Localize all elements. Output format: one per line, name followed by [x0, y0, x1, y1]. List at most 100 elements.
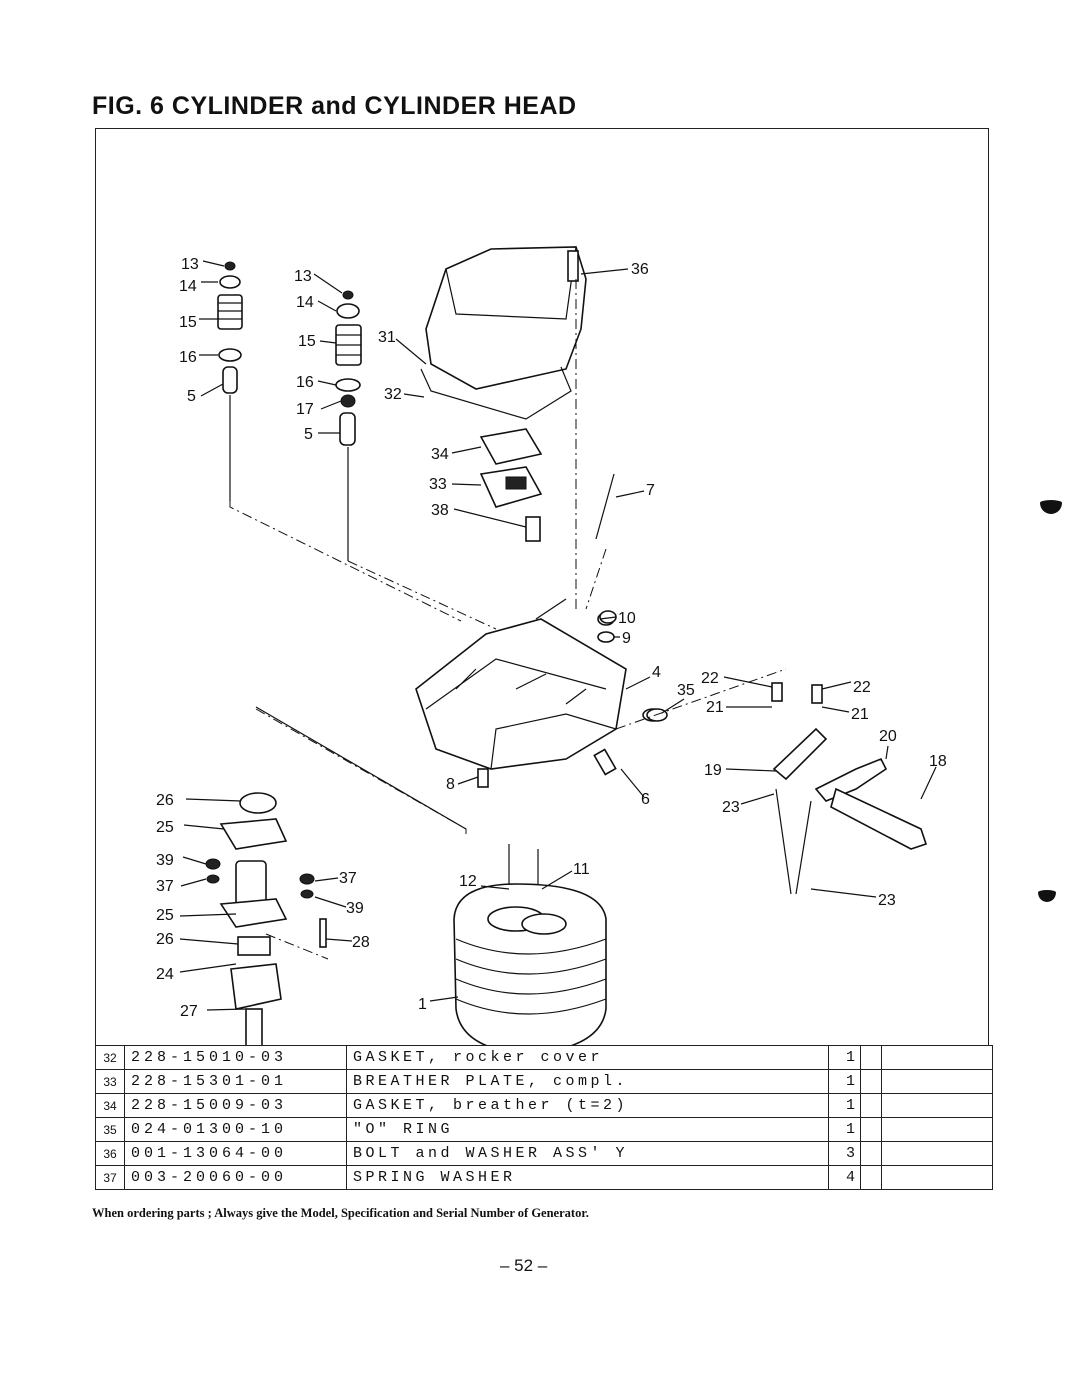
part-quantity: 1 [828, 1117, 861, 1142]
callout-1: 1 [418, 996, 427, 1013]
callout-6: 6 [641, 791, 650, 808]
blank-cell [881, 1093, 993, 1118]
page-number: – 52 – [500, 1256, 548, 1275]
callout-39-left: 39 [156, 852, 174, 869]
callout-14-right: 14 [296, 294, 314, 311]
callout-25-bottom: 25 [156, 907, 174, 924]
table-row: 33 228-15301-01 BREATHER PLATE, compl. 1 [95, 1069, 993, 1094]
ref-no: 35 [95, 1117, 125, 1142]
callout-27: 27 [180, 1003, 198, 1020]
callout-20: 20 [879, 728, 897, 745]
figure-title: FIG. 6 CYLINDER and CYLINDER HEAD [92, 92, 577, 120]
part-number: 228-15010-03 [124, 1045, 347, 1070]
part-description: GASKET, rocker cover [346, 1045, 829, 1070]
ref-no: 33 [95, 1069, 125, 1094]
blank-cell [860, 1045, 882, 1070]
exploded-parts-diagram: 13 14 15 16 5 13 14 15 16 17 5 31 32 36 … [156, 246, 947, 1054]
callout-19: 19 [704, 762, 722, 779]
callout-22-right: 22 [853, 679, 871, 696]
part-quantity: 1 [828, 1045, 861, 1070]
ref-no: 34 [95, 1093, 125, 1118]
callout-10: 10 [618, 610, 636, 627]
callout-23-right: 23 [878, 892, 896, 909]
blank-cell [860, 1165, 882, 1190]
valve-stack-right [335, 290, 362, 561]
table-row: 36 001-13064-00 BOLT and WASHER ASS' Y 3 [95, 1141, 993, 1166]
rocker-arm-parts [771, 682, 928, 895]
callout-31: 31 [378, 329, 396, 346]
part-quantity: 4 [828, 1165, 861, 1190]
callout-17: 17 [296, 401, 314, 418]
valve-stack-left [217, 261, 243, 501]
ref-no: 32 [95, 1045, 125, 1070]
breather-parts [479, 428, 543, 542]
rocker-cover [420, 246, 587, 420]
blank-cell [860, 1069, 882, 1094]
parts-list-table: 32 228-15010-03 GASKET, rocker cover 1 3… [95, 1045, 993, 1190]
ordering-footnote: When ordering parts ; Always give the Mo… [92, 1206, 589, 1220]
callout-39-right: 39 [346, 900, 364, 917]
part-description: BREATHER PLATE, compl. [346, 1069, 829, 1094]
ref-no: 36 [95, 1141, 125, 1166]
part-number: 001-13064-00 [124, 1141, 347, 1166]
callout-21-left: 21 [706, 699, 724, 716]
callout-23-left: 23 [722, 799, 740, 816]
callout-4: 4 [652, 664, 661, 681]
callout-32: 32 [384, 386, 402, 403]
part-number: 024-01300-10 [124, 1117, 347, 1142]
binding-hole-mark-top [1040, 500, 1062, 514]
callout-25-top: 25 [156, 819, 174, 836]
blank-cell [881, 1045, 993, 1070]
table-row: 34 228-15009-03 GASKET, breather (t=2) 1 [95, 1093, 993, 1118]
callout-9: 9 [622, 630, 631, 647]
callout-5-left: 5 [187, 388, 196, 405]
callout-15-left: 15 [179, 314, 197, 331]
callout-26-top: 26 [156, 792, 174, 809]
callout-37-right: 37 [339, 870, 357, 887]
callout-33: 33 [429, 476, 447, 493]
cam-follower-assembly [205, 792, 327, 1048]
blank-cell [881, 1117, 993, 1142]
callout-16-left: 16 [179, 349, 197, 366]
blank-cell [860, 1141, 882, 1166]
blank-cell [881, 1165, 993, 1190]
part-description: GASKET, breather (t=2) [346, 1093, 829, 1118]
blank-cell [881, 1069, 993, 1094]
part-description: SPRING WASHER [346, 1165, 829, 1190]
callout-5-right: 5 [304, 426, 313, 443]
callout-22-left: 22 [701, 670, 719, 687]
callout-21-right: 21 [851, 706, 869, 723]
table-row: 35 024-01300-10 "O" RING 1 [95, 1117, 993, 1142]
blank-cell [860, 1117, 882, 1142]
blank-cell [860, 1093, 882, 1118]
binding-hole-mark-bottom [1038, 890, 1056, 902]
exploded-diagram-frame: 13 14 15 16 5 13 14 15 16 17 5 31 32 36 … [95, 128, 989, 1054]
part-number: 003-20060-00 [124, 1165, 347, 1190]
table-row: 37 003-20060-00 SPRING WASHER 4 [95, 1165, 993, 1190]
callout-14-left: 14 [179, 278, 197, 295]
callout-18: 18 [929, 753, 947, 770]
cylinder-head [415, 598, 664, 788]
blank-cell [881, 1141, 993, 1166]
ref-no: 37 [95, 1165, 125, 1190]
callout-28: 28 [352, 934, 370, 951]
part-number: 228-15009-03 [124, 1093, 347, 1118]
callout-7: 7 [646, 482, 655, 499]
callout-13-right: 13 [294, 268, 312, 285]
part-description: BOLT and WASHER ASS' Y [346, 1141, 829, 1166]
callout-24: 24 [156, 966, 174, 983]
part-quantity: 1 [828, 1069, 861, 1094]
table-row: 32 228-15010-03 GASKET, rocker cover 1 [95, 1045, 993, 1070]
part-description: "O" RING [346, 1117, 829, 1142]
callout-34: 34 [431, 446, 449, 463]
part-number: 228-15301-01 [124, 1069, 347, 1094]
callout-35: 35 [677, 682, 695, 699]
callout-36: 36 [631, 261, 649, 278]
callout-12: 12 [459, 873, 477, 890]
callout-13-left: 13 [181, 256, 199, 273]
callout-15-right: 15 [298, 333, 316, 350]
callout-11: 11 [573, 861, 590, 878]
callout-38: 38 [431, 502, 449, 519]
part-quantity: 3 [828, 1141, 861, 1166]
callout-26-bottom: 26 [156, 931, 174, 948]
